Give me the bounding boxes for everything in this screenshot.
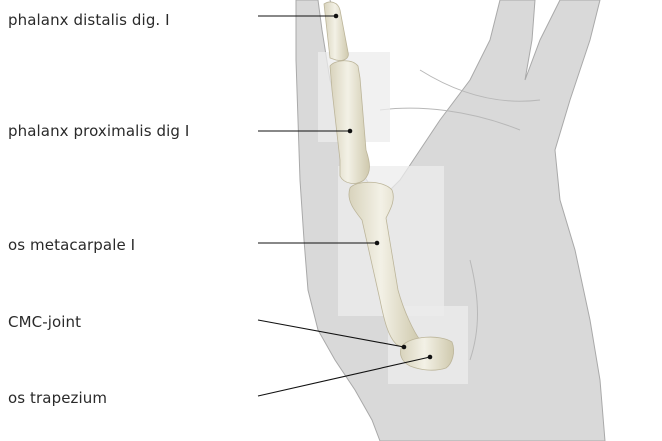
label-os-trapezium: os trapezium xyxy=(8,389,107,407)
bone-phalanx-distalis xyxy=(324,2,348,61)
dot-cmc-joint xyxy=(402,345,407,350)
label-os-metacarpale: os metacarpale I xyxy=(8,236,135,254)
label-phalanx-proximalis: phalanx proximalis dig I xyxy=(8,122,189,140)
label-cmc-joint: CMC-joint xyxy=(8,313,81,331)
dot-phalanx-proximalis xyxy=(348,129,353,134)
dot-phalanx-distalis xyxy=(334,14,339,19)
label-phalanx-distalis: phalanx distalis dig. I xyxy=(8,11,170,29)
dot-trapezium xyxy=(428,355,433,360)
bone-os-trapezium xyxy=(400,337,453,370)
dot-metacarpale xyxy=(375,241,380,246)
